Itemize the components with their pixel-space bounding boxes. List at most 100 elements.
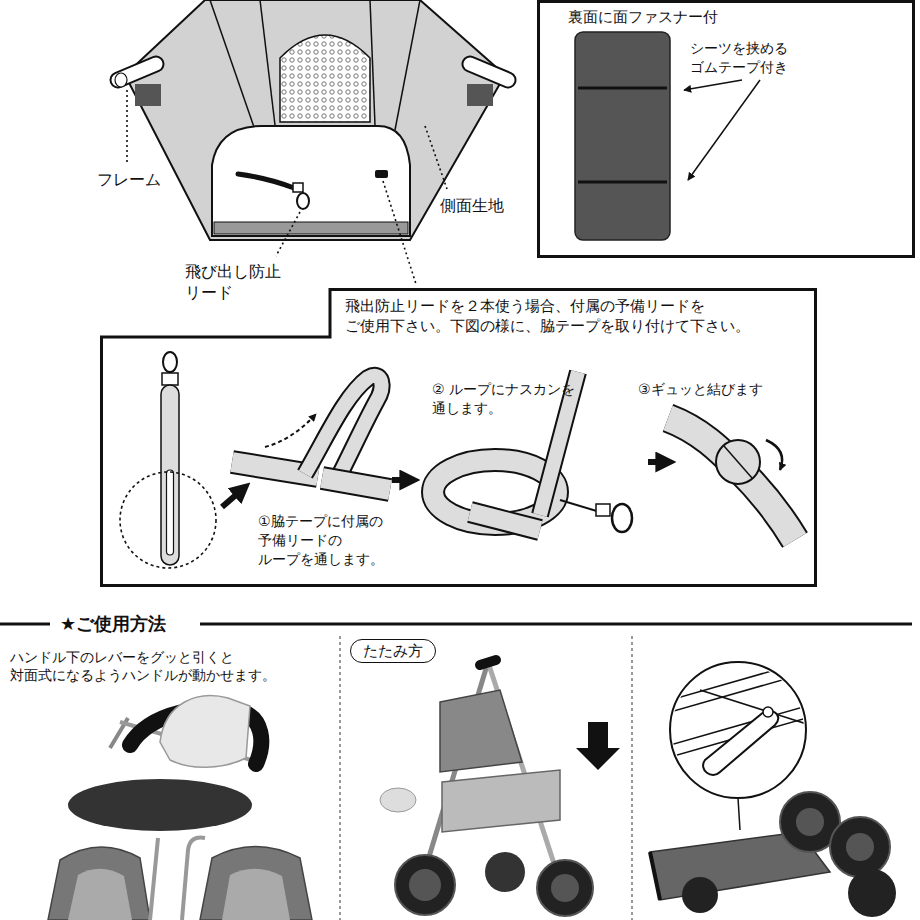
leader-line bbox=[276, 212, 300, 256]
handle-photo bbox=[68, 869, 132, 920]
seat-illustration bbox=[467, 84, 493, 106]
spare-leash bbox=[161, 385, 179, 565]
side-tape bbox=[470, 512, 540, 530]
side-tape bbox=[322, 478, 390, 490]
panel-divider bbox=[339, 636, 341, 920]
text-line: 予備リードの bbox=[258, 531, 384, 550]
panel-outline bbox=[102, 290, 816, 586]
sheet-illustration bbox=[575, 32, 670, 240]
sheet-illustration bbox=[575, 32, 670, 240]
side-tape bbox=[668, 418, 795, 540]
folded-photo bbox=[796, 808, 824, 836]
text-line: ② ループにナスカンを bbox=[432, 380, 575, 399]
step-note: ③ギュッと結びます bbox=[638, 380, 763, 399]
folded-photo bbox=[763, 707, 773, 717]
seat-illustration bbox=[212, 126, 410, 236]
folding-photo bbox=[380, 660, 620, 916]
text-line: 飛び出し防止 bbox=[185, 262, 281, 283]
folded-photo bbox=[650, 852, 660, 900]
handle-photo bbox=[48, 696, 312, 920]
seat-illustration bbox=[238, 174, 294, 188]
text-line: たたみ方 bbox=[363, 641, 423, 661]
section-rule bbox=[0, 623, 50, 626]
pointer-arrow bbox=[684, 80, 760, 180]
folding-photo bbox=[537, 860, 593, 916]
folded-photo bbox=[670, 672, 810, 712]
text-line: 側面生地 bbox=[440, 196, 504, 217]
handle-photo bbox=[222, 869, 290, 920]
folding-photo bbox=[380, 788, 416, 812]
step-arrow bbox=[222, 488, 244, 507]
folding-photo bbox=[485, 852, 525, 892]
seat-illustration bbox=[260, 0, 275, 125]
sheet-illustration bbox=[578, 87, 667, 90]
step-arrow bbox=[392, 477, 412, 483]
seat-illustration bbox=[210, 0, 255, 130]
tag-text: たたみ方 bbox=[363, 641, 423, 661]
folded-photo bbox=[848, 869, 896, 917]
text-line: フレーム bbox=[97, 170, 161, 191]
seat-illustration bbox=[470, 64, 508, 80]
seat-illustration bbox=[293, 183, 303, 192]
text-line: ゴムテープ付き bbox=[690, 58, 788, 77]
side-tape bbox=[612, 504, 632, 532]
seat-illustration bbox=[297, 193, 309, 209]
text-line: シーツを挟める bbox=[690, 39, 788, 58]
text-line: 通します。 bbox=[432, 399, 575, 418]
part-label: 側面生地 bbox=[440, 196, 504, 217]
step-arrow bbox=[648, 459, 668, 465]
folding-photo bbox=[480, 660, 496, 665]
pointer-arrow bbox=[688, 80, 760, 180]
leader-line bbox=[126, 90, 128, 164]
tag-pill: たたみ方 bbox=[350, 639, 436, 663]
folding-photo bbox=[440, 690, 522, 772]
folded-photo bbox=[682, 877, 718, 913]
panel-note: シーツを挟める ゴムテープ付き bbox=[690, 39, 788, 77]
side-tape bbox=[596, 504, 610, 516]
instruction-panel: 飛出防止リードを２本使う場合、付属の予備リードを ご使用下さい。下図の様に、脇テ… bbox=[100, 288, 817, 587]
pointer-arrow bbox=[684, 80, 742, 90]
folded-photo bbox=[738, 798, 740, 830]
spare-leash bbox=[163, 352, 177, 372]
side-tape bbox=[232, 372, 795, 540]
folded-photo bbox=[670, 662, 806, 798]
seat-illustration bbox=[470, 64, 508, 80]
leader-line bbox=[383, 181, 416, 284]
folded-photo bbox=[846, 833, 874, 861]
handle-photo bbox=[48, 847, 150, 920]
side-tape bbox=[322, 478, 390, 490]
seat-illustration bbox=[115, 0, 508, 240]
handle-photo bbox=[182, 838, 205, 920]
spare-leash bbox=[120, 352, 216, 568]
part-label: 飛び出し防止 リード bbox=[185, 262, 281, 304]
step-note: ①脇テープに付属の 予備リードの ループを通します。 bbox=[258, 512, 384, 569]
section-heading: ★ご使用方法 bbox=[56, 612, 170, 635]
section-rule bbox=[200, 623, 912, 626]
seat-illustration bbox=[214, 222, 408, 234]
text-line: 飛出防止リードを２本使う場合、付属の予備リードを bbox=[345, 296, 750, 316]
part-label: フレーム bbox=[97, 170, 161, 191]
leader-line bbox=[425, 126, 447, 189]
handle-photo bbox=[150, 838, 158, 920]
text-line: リード bbox=[185, 283, 281, 304]
side-tape bbox=[766, 440, 782, 470]
seat-illustration bbox=[115, 73, 127, 87]
spare-leash bbox=[120, 472, 216, 568]
text-line: 対面式になるようハンドルが動かせます。 bbox=[10, 666, 276, 684]
text-line: ご使用下さい。下図の様に、脇テープを取り付けて下さい。 bbox=[345, 316, 750, 336]
panel-heading: 飛出防止リードを２本使う場合、付属の予備リードを ご使用下さい。下図の様に、脇テ… bbox=[345, 296, 750, 337]
side-tape bbox=[724, 446, 752, 478]
seat-illustration bbox=[375, 170, 388, 178]
folded-photo bbox=[650, 660, 896, 917]
handle-photo bbox=[68, 779, 252, 831]
seat-illustration bbox=[135, 84, 161, 106]
instruction-note: ハンドル下のレバーをグッと引くと 対面式になるようハンドルが動かせます。 bbox=[10, 648, 276, 684]
side-tape bbox=[716, 440, 760, 484]
panel-divider bbox=[631, 636, 633, 920]
leader-line bbox=[127, 90, 447, 284]
text-line: 裏面に面ファスナー付 bbox=[568, 7, 718, 27]
step-note: ② ループにナスカンを 通します。 bbox=[432, 380, 575, 418]
handle-photo bbox=[160, 696, 250, 768]
